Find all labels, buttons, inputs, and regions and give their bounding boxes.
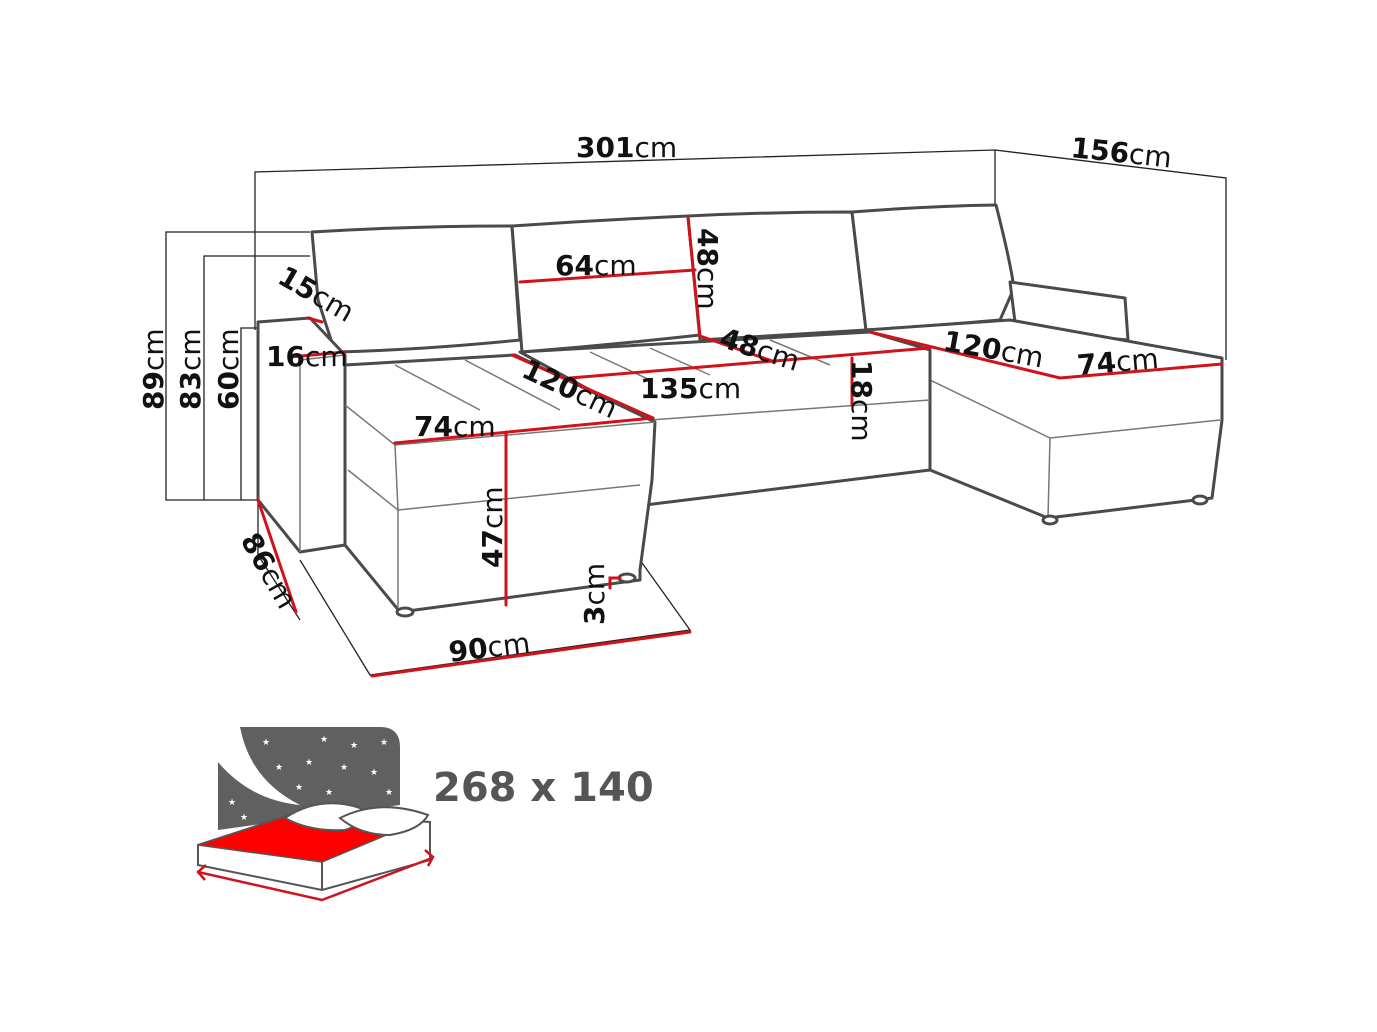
label-cushion-width: 64cm xyxy=(555,249,637,282)
sofa-outline xyxy=(256,203,1224,618)
bed-size-label: 268 x 140 xyxy=(433,765,654,811)
back-cushion-4 xyxy=(850,203,1016,332)
svg-text:★: ★ xyxy=(305,758,313,768)
label-armrest-width: 16cm xyxy=(266,340,348,373)
label-side-depth: 156cm xyxy=(1069,131,1173,174)
svg-text:★: ★ xyxy=(228,798,236,808)
sleeping-function-bed-icon: ★ ★ ★ ★ ★ ★ ★ ★ ★ ★ ★ ★ ★ xyxy=(196,727,435,902)
svg-text:★: ★ xyxy=(325,788,333,798)
svg-text:★: ★ xyxy=(380,738,388,748)
svg-text:★: ★ xyxy=(350,741,358,751)
label-total-width: 301cm xyxy=(576,131,677,164)
svg-text:★: ★ xyxy=(240,813,248,823)
back-cushion-1 xyxy=(310,224,522,354)
label-chaise-right-width: 74cm xyxy=(1076,342,1160,382)
back-cushion-2 xyxy=(510,214,702,354)
star-icons: ★ ★ ★ ★ ★ ★ ★ ★ ★ ★ ★ ★ ★ xyxy=(228,735,393,823)
dimension-lines xyxy=(256,216,1224,678)
label-armrest-height: 60cm xyxy=(212,328,245,410)
label-total-height: 89cm xyxy=(137,328,170,410)
svg-text:★: ★ xyxy=(320,735,328,745)
label-backrest-height: 83cm xyxy=(174,328,207,410)
svg-text:★: ★ xyxy=(295,783,303,793)
svg-text:★: ★ xyxy=(262,738,270,748)
label-cushion-height: 48cm xyxy=(691,228,724,310)
svg-text:★: ★ xyxy=(275,763,283,773)
label-middle-seat-width: 135cm xyxy=(640,372,741,405)
label-seat-height: 47cm xyxy=(476,486,509,568)
extension-lines xyxy=(165,149,1227,676)
label-seat-thickness: 18cm xyxy=(845,360,878,442)
svg-text:★: ★ xyxy=(385,788,393,798)
label-chaise-left-width: 74cm xyxy=(414,410,496,443)
label-leg-height: 3cm xyxy=(578,563,611,625)
svg-text:★: ★ xyxy=(340,763,348,773)
label-depth-base: 90cm xyxy=(447,626,532,669)
svg-text:★: ★ xyxy=(370,768,378,778)
